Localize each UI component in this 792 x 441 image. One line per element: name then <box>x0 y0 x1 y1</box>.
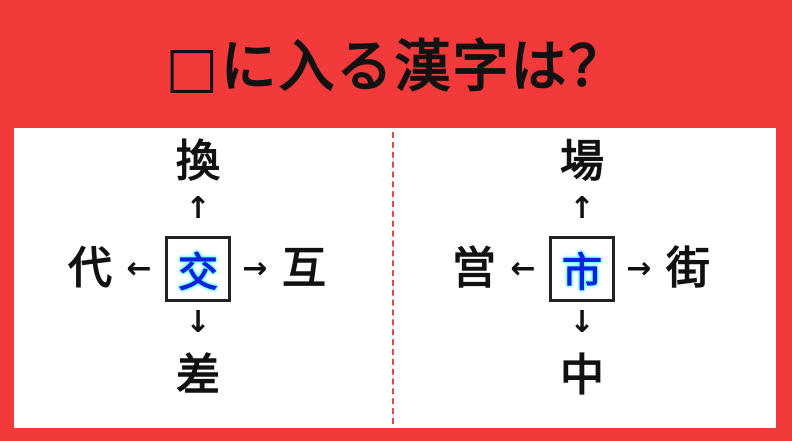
divider <box>392 132 394 424</box>
puzzle-panel <box>14 128 776 428</box>
kanji-bottom: 差 <box>176 350 220 401</box>
kanji-right: 互 <box>282 243 326 294</box>
answer-kanji: 市 <box>562 250 602 296</box>
kanji-bottom: 中 <box>560 350 604 401</box>
answer-kanji: 交 <box>178 250 218 296</box>
arrow-left: ← <box>126 251 152 286</box>
arrow-up: ↑ <box>185 191 211 226</box>
kanji-top: 場 <box>560 136 604 187</box>
arrow-left: ← <box>510 251 536 286</box>
arrow-right: → <box>242 251 268 286</box>
answer-box: 市 <box>549 236 615 302</box>
answer-box: 交 <box>165 236 231 302</box>
arrow-right: → <box>626 251 652 286</box>
kanji-left: 営 <box>452 243 496 294</box>
kanji-right: 街 <box>666 243 710 294</box>
arrow-down: ↓ <box>569 305 595 340</box>
kanji-top: 換 <box>176 136 220 187</box>
kanji-left: 代 <box>68 243 112 294</box>
arrow-down: ↓ <box>185 305 211 340</box>
arrow-up: ↑ <box>569 191 595 226</box>
page-title: □に入る漢字は？ <box>165 35 627 100</box>
